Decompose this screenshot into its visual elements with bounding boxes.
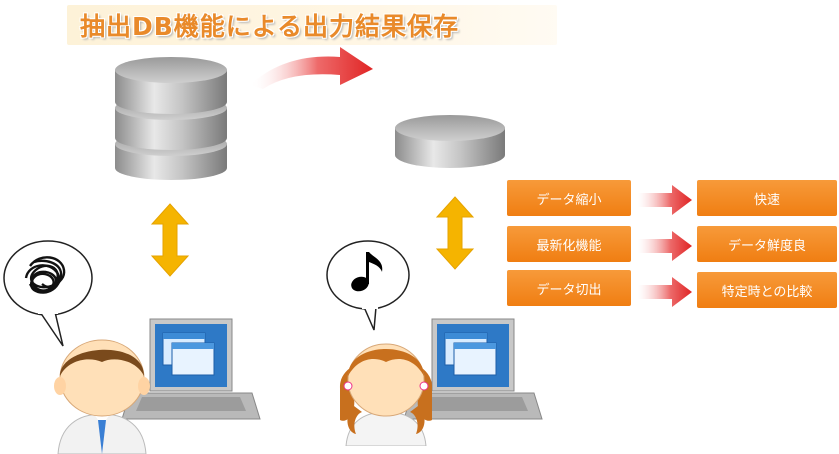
tangled-scribble-icon (24, 256, 66, 294)
small-database-icon (395, 115, 505, 168)
thought-bubble-left (3, 240, 93, 347)
feature-label-2: データ切出 (507, 270, 631, 306)
arrow-right-icon (638, 231, 692, 261)
double-arrow-right-icon (435, 196, 475, 270)
woman-avatar-icon (339, 343, 433, 446)
arrow-right-icon (638, 185, 692, 215)
feature-label-0: データ縮小 (507, 180, 631, 216)
feature-result-2: 特定時との比較 (697, 272, 837, 308)
large-database-icon (115, 57, 227, 180)
man-avatar-icon (54, 339, 150, 454)
arrow-right-icon (638, 277, 692, 307)
feature-result-0: 快速 (697, 180, 837, 216)
curved-arrow-icon (250, 47, 373, 89)
feature-result-1: データ鮮度良 (697, 226, 837, 262)
diagram-title: 抽出DB機能による出力結果保存 (80, 12, 460, 41)
feature-label-1: 最新化機能 (507, 226, 631, 262)
laptop-right-icon (403, 318, 543, 420)
laptop-left-icon (121, 318, 261, 420)
title-band (67, 5, 557, 45)
double-arrow-left-icon (150, 203, 190, 277)
music-note-icon (351, 252, 383, 292)
thought-bubble-right (326, 240, 410, 331)
